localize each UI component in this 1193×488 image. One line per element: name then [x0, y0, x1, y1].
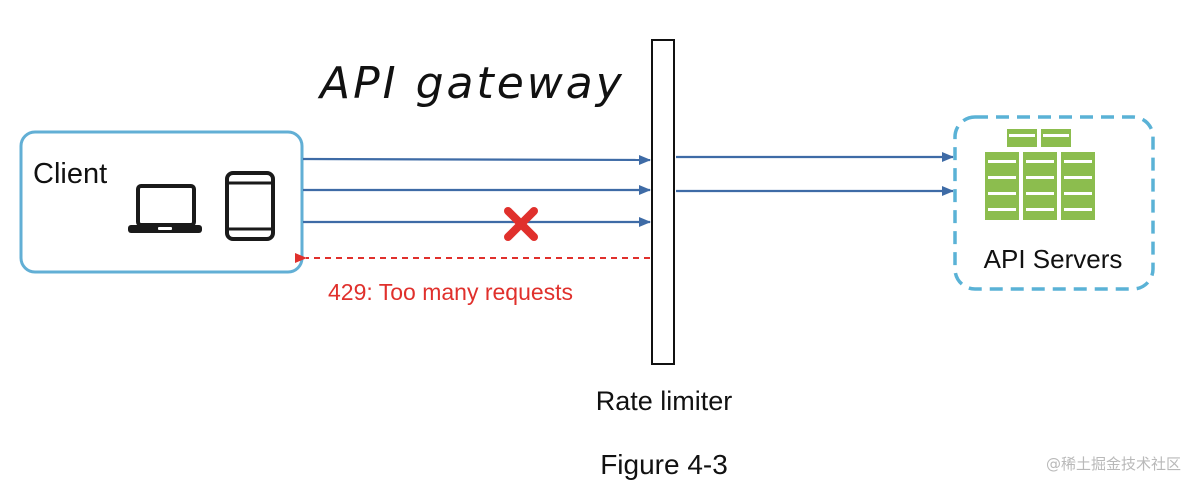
rate-limiter-label: Rate limiter: [596, 386, 733, 416]
rejection-text: 429: Too many requests: [328, 279, 573, 305]
client-box-border: [19, 130, 304, 274]
watermark: @稀土掘金技术社区: [1045, 455, 1181, 473]
client-box: Client: [19, 130, 304, 274]
handwritten-note: API gateway: [317, 58, 625, 109]
rate-limiter-bar: [651, 39, 675, 365]
phone-icon: [225, 171, 275, 241]
server-rack-icon: [985, 129, 1095, 220]
rate-limiter: Rate limiter: [596, 39, 733, 416]
client-label: Client: [33, 158, 107, 190]
api-servers-label: API Servers: [984, 244, 1123, 274]
request-arrow-1: [302, 154, 651, 165]
handwritten-annotation: API gateway: [317, 58, 625, 109]
laptop-icon: [128, 184, 202, 233]
blocked-x-icon: [504, 207, 538, 241]
api-servers-box: API Servers: [953, 115, 1155, 291]
forwarded-requests: [676, 152, 954, 196]
rejection-response: 429: Too many requests: [295, 253, 650, 305]
client-requests: [302, 154, 651, 227]
figure-caption: Figure 4-3: [600, 449, 728, 480]
